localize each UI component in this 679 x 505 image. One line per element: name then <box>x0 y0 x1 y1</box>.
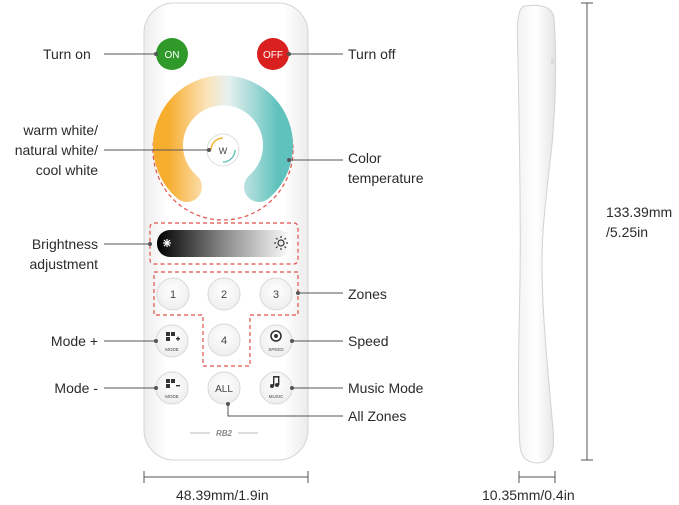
label-color-line2: temperature <box>348 170 424 186</box>
label-color-line1: Color <box>348 150 382 166</box>
dim-icon <box>163 239 171 247</box>
zone-4-button <box>207 323 241 357</box>
bright-icon <box>274 236 288 250</box>
center-w-label: W <box>219 146 228 156</box>
zone-3-label: 3 <box>273 289 279 301</box>
on-button <box>156 38 188 70</box>
zone-1-label: 1 <box>170 289 176 301</box>
dimension-height-line2: /5.25in <box>606 224 649 240</box>
mode-minus-icon <box>166 379 180 388</box>
on-button-label: ON <box>165 50 180 61</box>
label-turn-on: Turn on <box>43 46 91 62</box>
mode-plus-icon <box>166 332 180 341</box>
off-button <box>257 38 289 70</box>
music-caption: MUSIC <box>269 394 284 399</box>
dimension-height-line1: 133.39mm <box>606 204 673 220</box>
zone-2-label: 2 <box>221 289 227 301</box>
brightness-dashed-outline <box>149 222 299 265</box>
label-music-mode: Music Mode <box>348 380 424 396</box>
dimension-depth: 10.35mm/0.4in <box>482 487 575 503</box>
label-brightness-line2: adjustment <box>29 256 98 272</box>
zone-2-button <box>207 277 241 311</box>
speed-caption: SPEED <box>268 347 284 352</box>
zone-1-button <box>156 277 190 311</box>
all-button-label: ALL <box>215 384 233 395</box>
label-mode-plus: Mode + <box>50 333 98 349</box>
label-all-zones: All Zones <box>348 408 407 424</box>
mode-plus-button <box>155 324 189 358</box>
label-white-line1: warm white/ <box>23 122 98 138</box>
zone-3-button <box>259 277 293 311</box>
label-white-line2: natural white/ <box>14 142 98 158</box>
label-brightness-line1: Brightness <box>31 236 98 252</box>
label-speed: Speed <box>348 333 389 349</box>
mode-plus-caption: MODE <box>165 347 179 352</box>
mode-minus-caption: MODE <box>165 394 179 399</box>
remote-side-view <box>516 4 557 464</box>
all-button <box>207 371 241 405</box>
zones-dashed-outline <box>153 271 299 367</box>
mode-minus-button <box>155 371 189 405</box>
label-white-line3: cool white <box>35 162 98 178</box>
speed-icon <box>270 330 282 342</box>
color-temp-ring <box>153 75 293 202</box>
label-turn-off: Turn off <box>348 46 396 62</box>
label-mode-minus: Mode - <box>54 380 98 396</box>
brightness-slider <box>157 230 291 257</box>
label-zones: Zones <box>348 286 387 302</box>
zone-4-label: 4 <box>221 335 227 347</box>
model-label: RB2 <box>216 429 233 438</box>
music-note-icon <box>270 376 280 388</box>
dimension-width: 48.39mm/1.9in <box>176 487 269 503</box>
off-button-label: OFF <box>263 50 283 61</box>
